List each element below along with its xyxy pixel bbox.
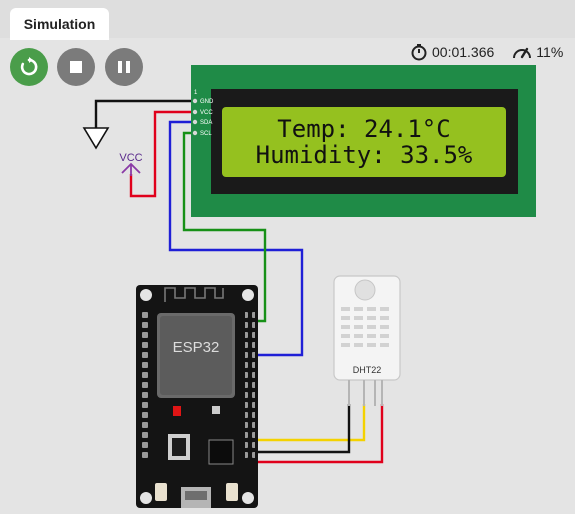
wire-gnd[interactable] (94, 99, 198, 128)
stop-icon (70, 61, 82, 73)
lcd-pin-vcc: VCC (200, 110, 213, 116)
vcc-symbol: VCC (119, 152, 143, 176)
lcd-module[interactable]: Temp: 24.1°C Humidity: 33.5% 1 GND VCC S… (191, 65, 536, 217)
lcd-pin-sda: SDA (200, 120, 212, 126)
pause-icon (118, 61, 130, 73)
stop-button[interactable] (57, 48, 95, 86)
simulation-status: 00:01.366 11% (410, 42, 563, 62)
lcd-pin-gnd: GND (200, 99, 214, 105)
tab-bar: Simulation (0, 0, 575, 40)
stopwatch-icon (411, 44, 427, 61)
wire-dht-vcc[interactable] (250, 404, 384, 464)
lcd-pin1-mark: 1 (194, 90, 198, 96)
dht22-sensor[interactable]: DHT22 (333, 275, 401, 406)
wire-dht-data[interactable] (250, 404, 366, 442)
dht22-label: DHT22 (353, 365, 382, 375)
dht22-grille (341, 307, 389, 347)
boot-button (155, 483, 167, 501)
power-led (173, 406, 181, 416)
restart-icon (20, 57, 38, 76)
user-led (212, 406, 220, 414)
lcd-line-2: Humidity: 33.5% (256, 141, 473, 169)
wire-dht-gnd[interactable] (250, 404, 351, 454)
ground-symbol-icon (82, 127, 110, 150)
lcd-pin-header: GND VCC SDA SCL (192, 98, 214, 137)
restart-button[interactable] (10, 48, 48, 86)
performance-percent: 11% (536, 44, 564, 60)
esp32-board[interactable]: ESP32 (136, 285, 258, 508)
reset-button (226, 483, 238, 501)
wire-vcc[interactable] (129, 110, 198, 198)
wire-scl[interactable] (182, 131, 267, 323)
tab-simulation[interactable]: Simulation (10, 8, 109, 40)
vcc-label: VCC (119, 152, 142, 164)
lcd-screen (222, 107, 506, 177)
dht22-pins (348, 380, 383, 406)
elapsed-time: 00:01.366 (432, 44, 495, 60)
lcd-pin-scl: SCL (200, 131, 212, 137)
lcd-line-1: Temp: 24.1°C (277, 115, 450, 143)
wire-sda[interactable] (168, 120, 304, 357)
speedometer-icon (513, 47, 532, 59)
pause-button[interactable] (105, 48, 143, 86)
esp32-chip-label: ESP32 (173, 339, 220, 356)
